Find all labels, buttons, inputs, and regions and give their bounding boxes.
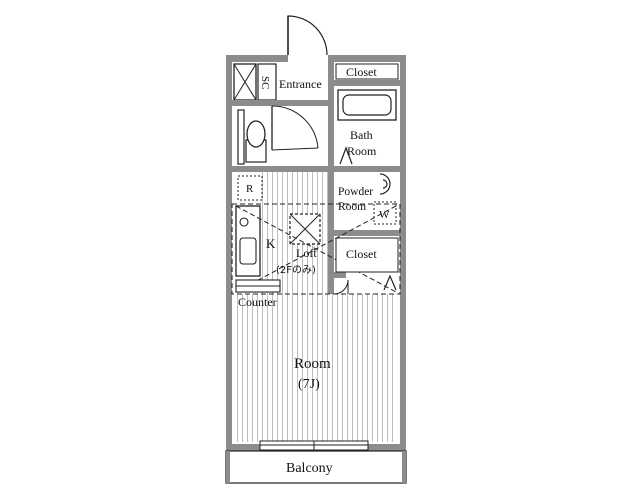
refrigerator-label: R (246, 183, 254, 195)
toilet-tank (237, 109, 245, 165)
balcony-label: Balcony (286, 461, 333, 476)
powder-label-2: Room (338, 201, 366, 213)
kitchen-sink-icon (239, 237, 257, 265)
stove-burner-icon (239, 217, 249, 227)
main-room-size: (7J) (298, 377, 320, 392)
wall-powder-bottom (334, 230, 400, 236)
balcony (225, 450, 407, 484)
balcony-rail-left (226, 451, 230, 483)
entrance-door-opening (288, 52, 328, 64)
wall-closet-bottom (334, 80, 400, 86)
balcony-rail-right (402, 451, 406, 483)
entrance-door-swing (287, 15, 328, 56)
wall-closet-mid-bottom (334, 272, 346, 278)
sink-icon (379, 173, 391, 195)
closet-mid-door-icon (383, 274, 397, 291)
loft-outline (231, 203, 401, 295)
bath-door-icon (339, 146, 353, 165)
refrigerator-space (237, 175, 263, 201)
wall-closet-mid-left (328, 232, 334, 294)
loft-diagonal-b (235, 205, 397, 293)
toilet-door-swing (271, 105, 319, 149)
closet-top (335, 63, 399, 80)
washer-space (373, 201, 397, 225)
loft-label: Loft (296, 246, 317, 260)
loft-note: (2Fのみ) (276, 265, 316, 276)
counter-label: Counter (238, 295, 277, 309)
powder-label-1: Powder (338, 186, 373, 198)
pipe-shaft-cross-b (233, 63, 257, 101)
washer-label: W (379, 209, 390, 221)
bath-label-1: Bath (350, 128, 373, 142)
main-room-floor (236, 294, 397, 442)
wall-powder-left (328, 172, 334, 232)
loft-ladder-cross-b (289, 213, 321, 245)
closet-mid (335, 237, 399, 273)
bath-label-2: Room (347, 144, 377, 158)
bathtub-inner (342, 94, 392, 116)
toilet-icon (246, 120, 266, 148)
wall-vertical-center (328, 62, 334, 172)
kitchen-label: K (266, 236, 276, 251)
shoe-cabinet-label: SC (259, 76, 271, 89)
wall-bath-bottom (334, 166, 400, 172)
main-room-label: Room (294, 356, 331, 372)
toilet-door-leaf-end (271, 147, 319, 151)
closet-top-label: Closet (346, 65, 377, 79)
wall-toilet-bottom (232, 166, 328, 172)
wall-entrance-bottom (232, 100, 328, 106)
closet-mid-label: Closet (346, 247, 377, 261)
entrance-label: Entrance (279, 77, 322, 91)
